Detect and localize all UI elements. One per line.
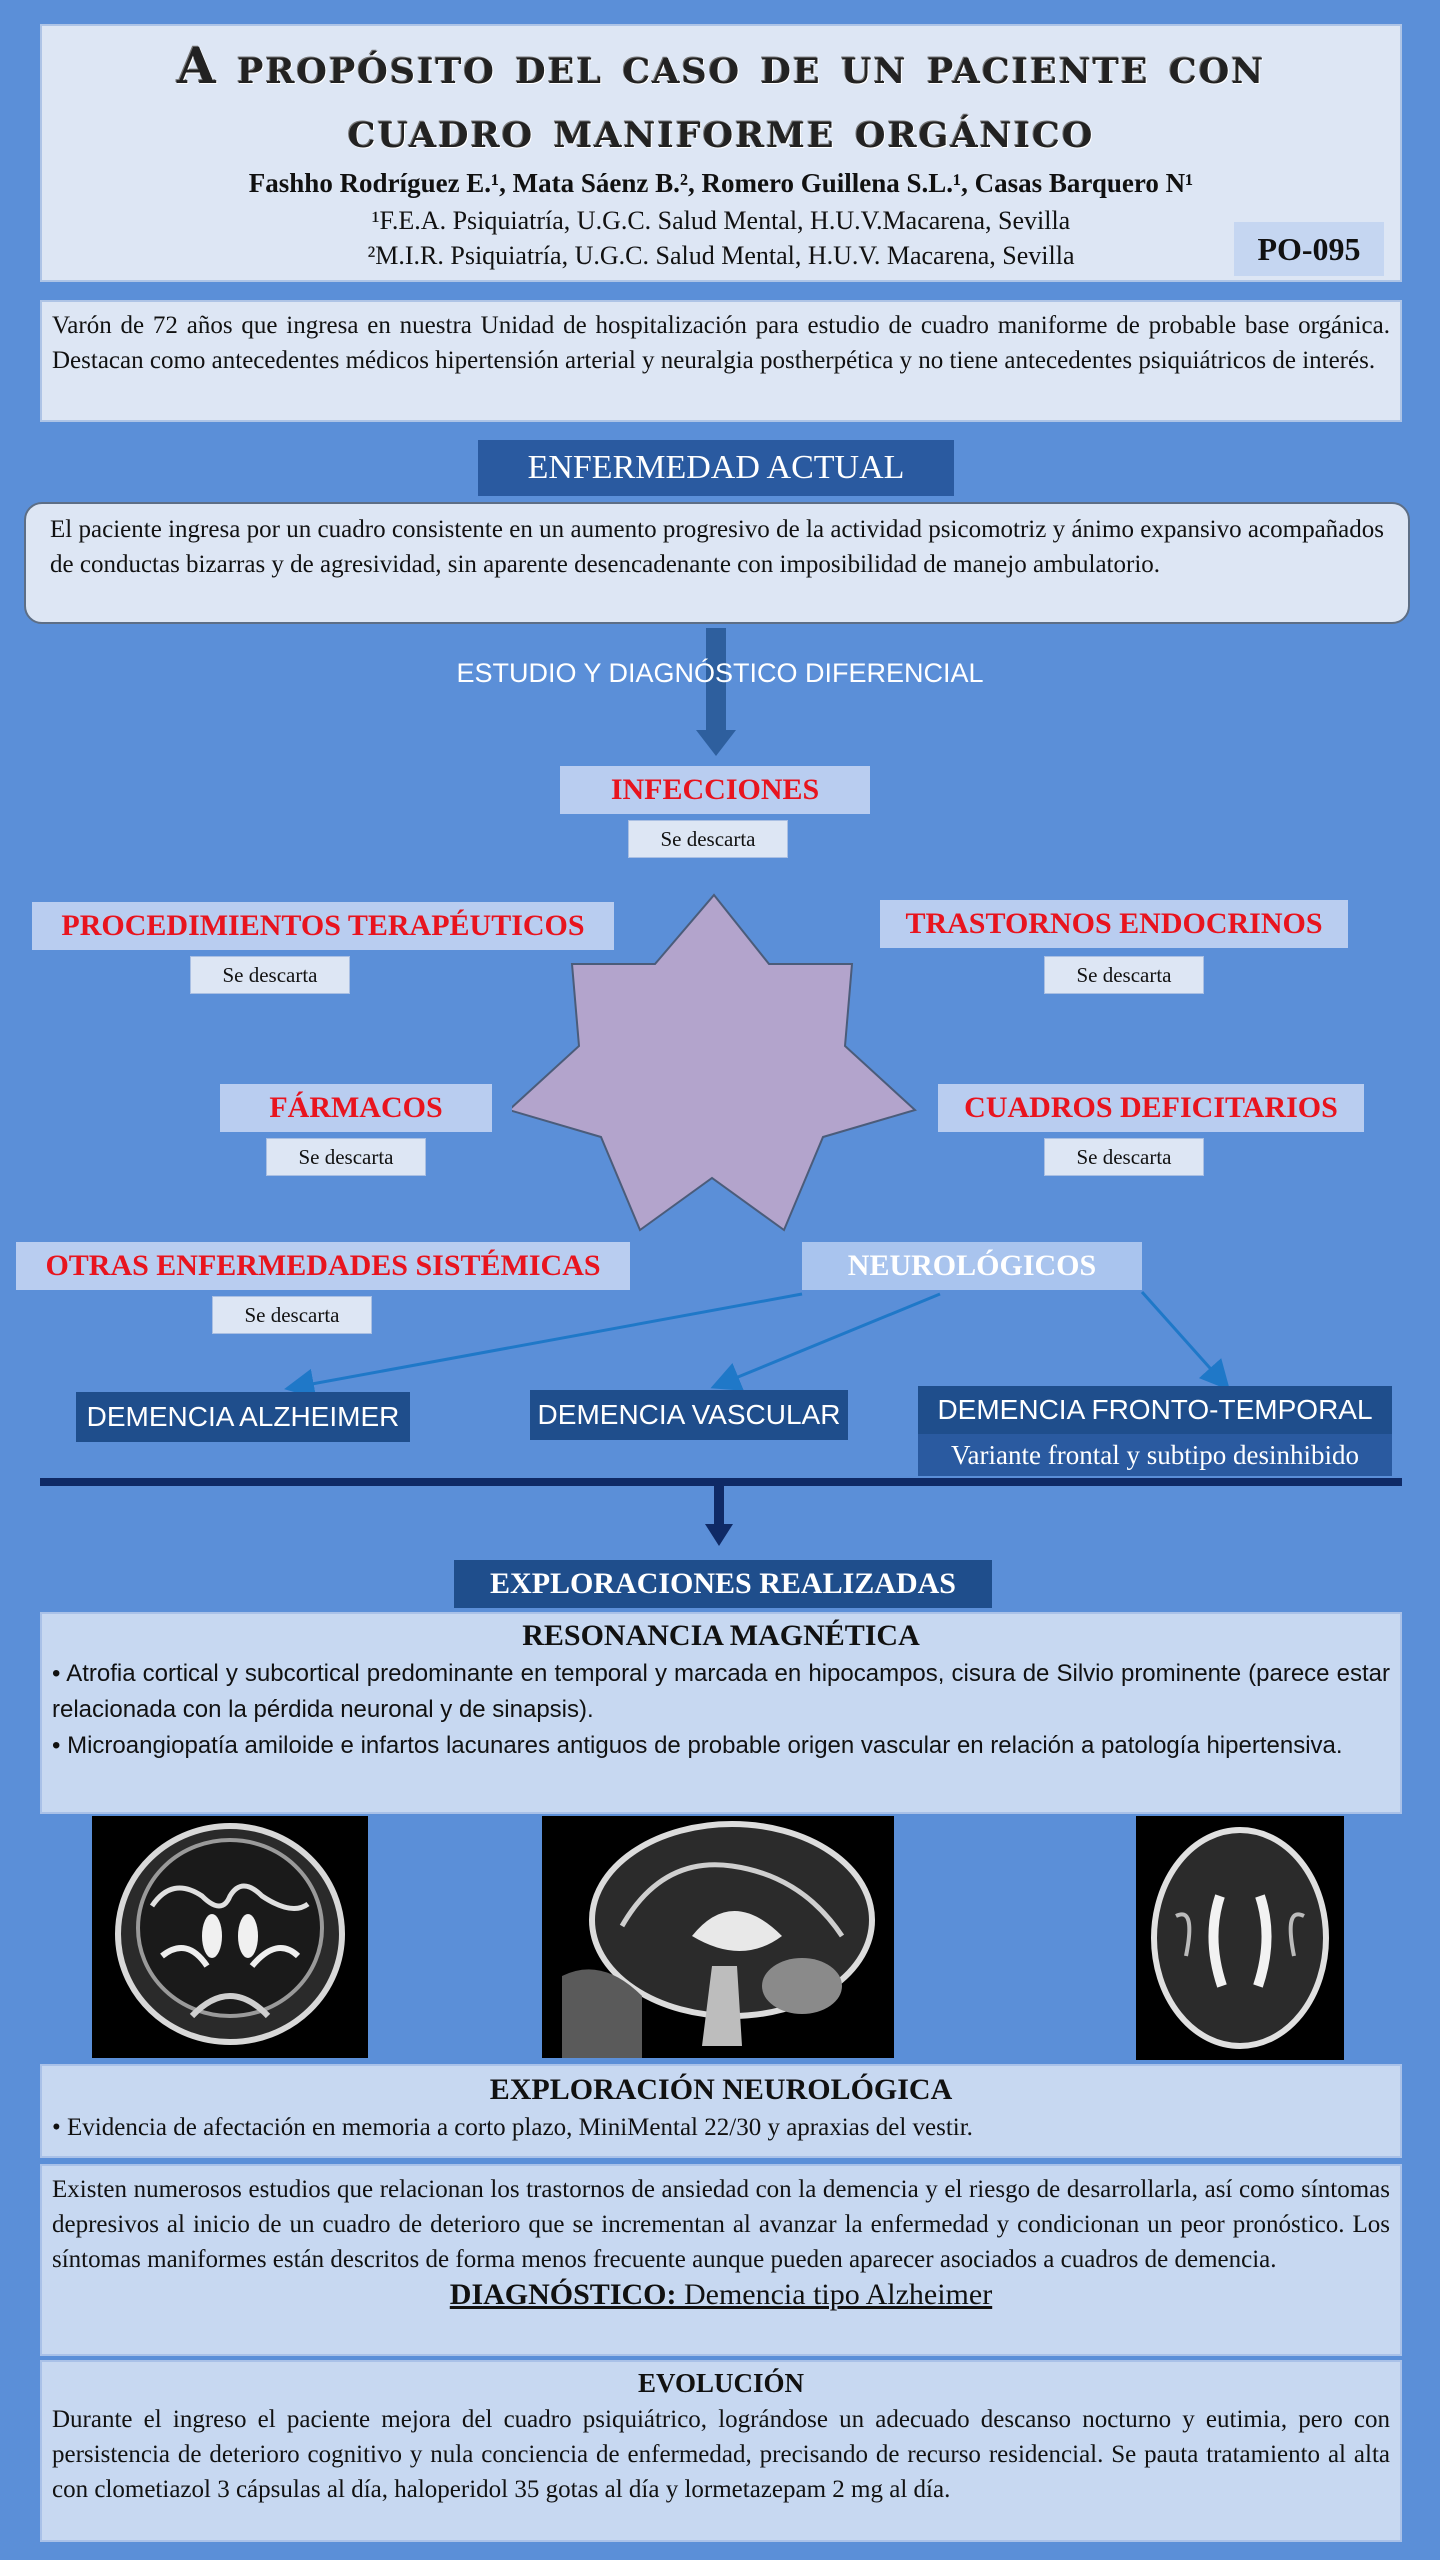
enfermedad-heading: ENFERMEDAD ACTUAL — [478, 440, 954, 496]
intro-panel: Varón de 72 años que ingresa en nuestra … — [40, 300, 1402, 422]
sistemicas-label: OTRAS ENFERMEDADES SISTÉMICAS — [16, 1242, 630, 1290]
mri-axial-image — [1136, 1816, 1344, 2060]
endocrinos-label: TRASTORNOS ENDOCRINOS — [880, 900, 1348, 948]
deficitarios-descarta: Se descarta — [1044, 1138, 1204, 1176]
affiliation-2: ²M.I.R. Psiquiatría, U.G.C. Salud Mental… — [367, 241, 1075, 270]
farmacos-descarta: Se descarta — [266, 1138, 426, 1176]
arrow-head-2 — [705, 1524, 733, 1546]
discusion-text: Existen numerosos estudios que relaciona… — [52, 2176, 1390, 2273]
affiliation-1: ¹F.E.A. Psiquiatría, U.G.C. Salud Mental… — [371, 206, 1071, 235]
enfermedad-panel: El paciente ingresa por un cuadro consis… — [24, 502, 1410, 624]
authors: Fashho Rodríguez E.¹, Mata Sáenz B.², Ro… — [248, 168, 1194, 198]
header-panel: A propósito del caso de un paciente con … — [40, 24, 1402, 282]
evolucion-panel: EVOLUCIÓN Durante el ingreso el paciente… — [40, 2360, 1402, 2542]
diagnostico-line: DIAGNÓSTICO: Demencia tipo Alzheimer — [52, 2277, 1390, 2313]
evolucion-title: EVOLUCIÓN — [638, 2368, 804, 2398]
deficitarios-label: CUADROS DEFICITARIOS — [938, 1084, 1364, 1132]
sistemicas-descarta: Se descarta — [212, 1296, 372, 1334]
diagnostico-label: DIAGNÓSTICO: — [449, 2278, 677, 2311]
neuro-arrows — [284, 1291, 1230, 1399]
infecciones-descarta: Se descarta — [628, 820, 788, 858]
exploraciones-heading: EXPLORACIONES REALIZADAS — [454, 1560, 992, 1608]
poster-title-line1: A propósito del caso de un paciente con — [176, 36, 1266, 95]
resonancia-panel: RESONANCIA MAGNÉTICA • Atrofia cortical … — [40, 1612, 1402, 1814]
farmacos-label: FÁRMACOS — [220, 1084, 492, 1132]
star-shape — [512, 893, 917, 1232]
poster-code-badge: PO-095 — [1234, 222, 1384, 276]
resonancia-item-2: • Microangiopatía amiloide e infartos la… — [52, 1732, 1343, 1759]
demencia-vascular-box: DEMENCIA VASCULAR — [530, 1390, 848, 1440]
divider-line — [40, 1478, 1402, 1486]
endocrinos-descarta: Se descarta — [1044, 956, 1204, 994]
mri-sagittal-image — [542, 1816, 894, 2058]
poster-title-line2: cuadro maniforme orgánico — [347, 100, 1095, 159]
demencia-frontotemporal-box: DEMENCIA FRONTO-TEMPORAL — [918, 1386, 1392, 1434]
neurologica-title: EXPLORACIÓN NEUROLÓGICA — [489, 2073, 953, 2106]
resonancia-item-1: • Atrofia cortical y subcortical predomi… — [52, 1660, 1391, 1723]
infecciones-label: INFECCIONES — [560, 766, 870, 814]
evolucion-text: Durante el ingreso el paciente mejora de… — [52, 2406, 1390, 2503]
demencia-alzheimer-box: DEMENCIA ALZHEIMER — [76, 1392, 410, 1442]
variante-box: Variante frontal y subtipo desinhibido — [918, 1434, 1392, 1476]
neurologica-item: • Evidencia de afectación en memoria a c… — [52, 2114, 973, 2141]
procedimientos-descarta: Se descarta — [190, 956, 350, 994]
neurologica-panel: EXPLORACIÓN NEUROLÓGICA • Evidencia de a… — [40, 2064, 1402, 2158]
neurologicos-label: NEUROLÓGICOS — [802, 1242, 1142, 1290]
estudio-label: ESTUDIO Y DIAGNÓSTICO DIFERENCIAL — [456, 658, 984, 688]
arrow-down-2 — [714, 1486, 724, 1526]
arrow-head-1 — [696, 730, 736, 756]
resonancia-title: RESONANCIA MAGNÉTICA — [522, 1619, 920, 1652]
diagnostico-value: Demencia tipo Alzheimer — [683, 2278, 993, 2311]
procedimientos-label: PROCEDIMIENTOS TERAPÉUTICOS — [32, 902, 614, 950]
resonancia-list: • Atrofia cortical y subcortical predomi… — [52, 1656, 1390, 1764]
mri-coronal-image — [92, 1816, 368, 2058]
discusion-panel: Existen numerosos estudios que relaciona… — [40, 2164, 1402, 2356]
arrow-down-1 — [706, 628, 726, 734]
